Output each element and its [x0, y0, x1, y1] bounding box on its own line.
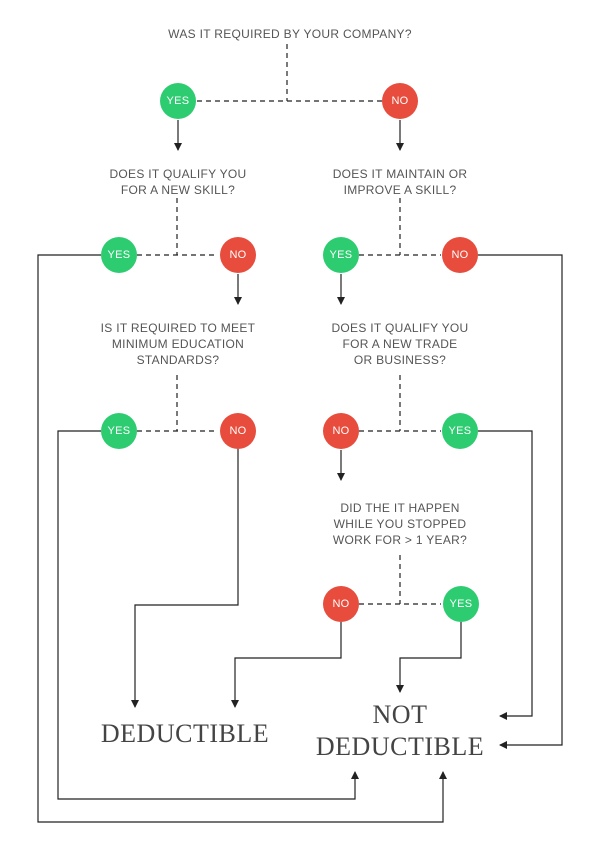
no-node: NO: [323, 586, 359, 622]
yes-node: YES: [443, 586, 479, 622]
question-stopped-work: DID THE IT HAPPEN WHILE YOU STOPPED WORK…: [332, 501, 468, 547]
result-deductible: DEDUCTIBLE: [100, 719, 270, 748]
no-node: NO: [220, 237, 256, 273]
yes-node: YES: [160, 83, 196, 119]
question-new-skill: DOES IT QUALIFY YOU FOR A NEW SKILL?: [109, 167, 247, 197]
yes-node: YES: [101, 413, 137, 449]
question-minimum-education: IS IT REQUIRED TO MEET MINIMUM EDUCATION…: [100, 321, 256, 367]
yes-node: YES: [442, 413, 478, 449]
question-maintain-skill: DOES IT MAINTAIN OR IMPROVE A SKILL?: [332, 167, 468, 197]
no-node: NO: [220, 413, 256, 449]
no-node: NO: [442, 237, 478, 273]
no-node: NO: [323, 413, 359, 449]
no-node: NO: [382, 83, 418, 119]
question-new-trade: DOES IT QUALIFY YOU FOR A NEW TRADE OR B…: [331, 321, 469, 367]
yes-node: YES: [101, 237, 137, 273]
yes-node: YES: [323, 237, 359, 273]
question-company-required: WAS IT REQUIRED BY YOUR COMPANY?: [168, 27, 412, 41]
result-not-deductible: NOT DEDUCTIBLE: [315, 700, 485, 761]
